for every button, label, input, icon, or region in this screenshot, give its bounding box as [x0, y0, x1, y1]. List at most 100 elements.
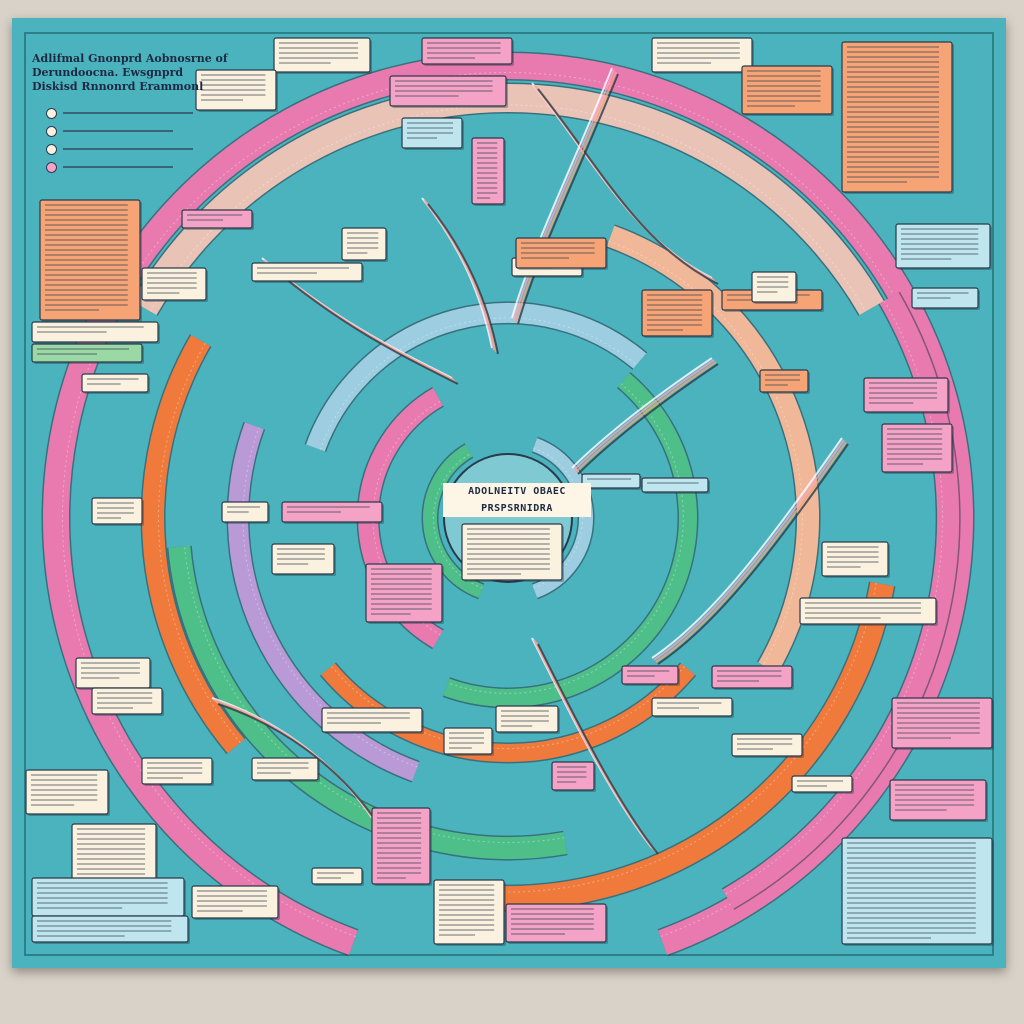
- note-card: [791, 775, 854, 794]
- concentric-diagram: [25, 37, 994, 957]
- note-card: [71, 823, 158, 888]
- poster: Adlifmal Gnonprd Aobnosrne of Derundoocn…: [12, 18, 1006, 968]
- note-card: [401, 117, 464, 150]
- note-card: [515, 237, 608, 270]
- ring-orange-outer: [473, 581, 896, 912]
- note-card: [371, 807, 432, 886]
- connector-strand: [211, 697, 379, 825]
- note-card: [81, 373, 150, 394]
- note-card: [365, 563, 444, 624]
- note-card: [31, 343, 144, 364]
- note-card: [191, 885, 280, 920]
- note-card: [75, 657, 152, 690]
- ring-purple: [226, 421, 420, 783]
- note-card: [251, 757, 320, 782]
- note-card: [321, 707, 424, 734]
- connector-strand: [571, 357, 719, 475]
- note-card: [741, 65, 834, 116]
- note-card: [721, 289, 824, 312]
- connector-strand: [421, 197, 499, 355]
- note-card: [711, 665, 794, 690]
- poster-title-line-2: Derundoocna. Ewsgnprd: [32, 66, 184, 79]
- legend: [46, 104, 196, 176]
- note-card: [311, 867, 364, 886]
- ring-cream-mid: [606, 224, 821, 675]
- note-card: [91, 497, 144, 526]
- poster-frame: [24, 32, 994, 956]
- circle-marker-icon: [46, 107, 57, 119]
- note-card: [221, 501, 270, 524]
- note-card: [141, 757, 214, 786]
- note-card: [443, 727, 494, 756]
- note-card: [341, 227, 388, 262]
- note-card: [651, 697, 734, 718]
- legend-row: [46, 140, 196, 158]
- note-card: [911, 287, 980, 310]
- note-card: [141, 267, 208, 302]
- connector-strand: [511, 67, 619, 325]
- center-title-line-2: PRSPSRNIDRA: [443, 500, 591, 517]
- circle-marker-icon: [46, 161, 57, 173]
- poster-title: Adlifmal Gnonprd Aobnosrne of Derundoocn…: [32, 52, 242, 94]
- note-card: [281, 501, 384, 524]
- poster-title-line-1: Adlifmal Gnonprd Aobnosrne of: [32, 52, 228, 65]
- note-card: [751, 271, 798, 304]
- legend-placeholder-text: [63, 148, 193, 150]
- ring-orange-left: [140, 334, 246, 755]
- note-card: [863, 377, 950, 414]
- note-card: [895, 223, 992, 270]
- legend-placeholder-text: [63, 130, 173, 132]
- note-card: [461, 523, 564, 582]
- note-card: [251, 262, 364, 283]
- note-card: [551, 761, 596, 792]
- legend-row: [46, 104, 196, 122]
- note-card: [889, 779, 988, 822]
- note-card: [31, 915, 190, 944]
- circle-marker-icon: [46, 125, 57, 137]
- note-card: [495, 705, 560, 734]
- note-card: [25, 769, 110, 816]
- note-card: [471, 137, 506, 206]
- note-card: [621, 665, 680, 686]
- note-card: [273, 37, 372, 74]
- ring-blue: [304, 301, 648, 452]
- circle-marker-icon: [46, 143, 57, 155]
- center-title-line-1: ADOLNEITV OBAEC: [443, 483, 591, 500]
- note-card: [821, 541, 890, 578]
- legend-placeholder-text: [63, 112, 193, 114]
- note-card: [505, 903, 608, 944]
- legend-row: [46, 158, 196, 176]
- ring-cream-top: [130, 82, 886, 316]
- note-card: [891, 697, 994, 750]
- note-card: [581, 473, 642, 490]
- note-card: [841, 41, 954, 194]
- note-card: [641, 289, 714, 338]
- legend-row: [46, 122, 196, 140]
- note-card: [181, 209, 254, 230]
- note-card: [389, 75, 508, 108]
- connector-strand: [651, 437, 849, 665]
- note-card: [651, 37, 754, 74]
- note-card: [641, 477, 710, 494]
- note-layer: [25, 37, 994, 946]
- ring-green-core: [421, 443, 485, 600]
- note-card: [799, 597, 938, 626]
- note-card: [841, 837, 994, 946]
- note-card: [881, 423, 954, 474]
- connector-strand: [531, 637, 659, 855]
- poster-title-line-3: Diskisd Rnnonrd Erammonl: [32, 80, 204, 93]
- note-card: [31, 321, 160, 344]
- connector-layer: [211, 67, 849, 855]
- note-card: [271, 543, 336, 576]
- note-card: [195, 69, 278, 112]
- note-card: [731, 733, 804, 758]
- center-hub: ADOLNEITV OBAEC PRSPSRNIDRA: [432, 483, 602, 613]
- note-card: [91, 687, 164, 716]
- note-card: [421, 37, 514, 66]
- connector-strand: [531, 82, 719, 285]
- note-card: [759, 369, 810, 394]
- legend-placeholder-text: [63, 166, 173, 168]
- note-card: [31, 877, 186, 918]
- ring-green-inner: [442, 372, 699, 709]
- note-card: [433, 879, 506, 946]
